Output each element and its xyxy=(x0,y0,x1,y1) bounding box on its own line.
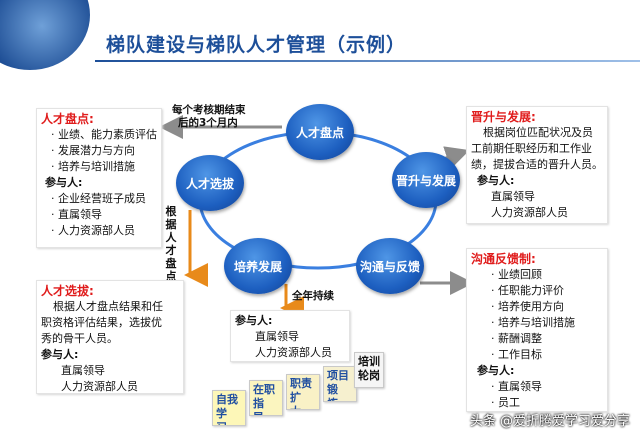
node-inventory: 人才盘点 xyxy=(286,104,354,160)
card-self-study: 自我学习 xyxy=(212,390,246,426)
node-promotion: 晋升与发展 xyxy=(392,152,460,208)
node-selection: 人才选拔 xyxy=(176,155,244,211)
timing-note: 每个考核期结束 后的3个月内 xyxy=(172,104,246,129)
node-communication: 沟通与反馈 xyxy=(356,238,424,294)
page-title: 梯队建设与梯队人才管理（示例） xyxy=(106,34,407,56)
card-on-job-coaching: 在职指导 xyxy=(249,380,283,416)
promotion-box: 晋升与发展: 根据岗位匹配状况及员 工前期任职经历和工作业 绩，提拔合适的晋升人… xyxy=(466,106,608,224)
basis-note: 根 据 人 才 盘 点 xyxy=(165,205,177,283)
yearround-note: 全年持续 xyxy=(292,290,334,302)
selection-box: 人才选拔: 根据人才盘点结果和任 职资格评估结果，选拔优 秀的骨干人员。 参与人… xyxy=(36,280,184,394)
card-training-rotation: 培训轮岗 xyxy=(354,352,384,388)
inventory-box: 人才盘点: · 业绩、能力素质评估 · 发展潜力与方向 · 培养与培训措施 参与… xyxy=(36,108,162,248)
card-project-training: 项目锻炼 xyxy=(323,366,357,402)
title-underline xyxy=(95,60,640,62)
feedback-box: 沟通反馈制: · 业绩回顾 · 任职能力评价 · 培养使用方向 · 培养与培训措… xyxy=(466,248,608,412)
watermark: 头条 @爱折腾爱学习爱分享 xyxy=(469,414,630,429)
node-training: 培养发展 xyxy=(224,238,292,294)
card-job-enlargement: 职责扩大 xyxy=(286,374,320,410)
training-box: 参与人: 直属领导 人力资源部人员 xyxy=(230,310,350,362)
